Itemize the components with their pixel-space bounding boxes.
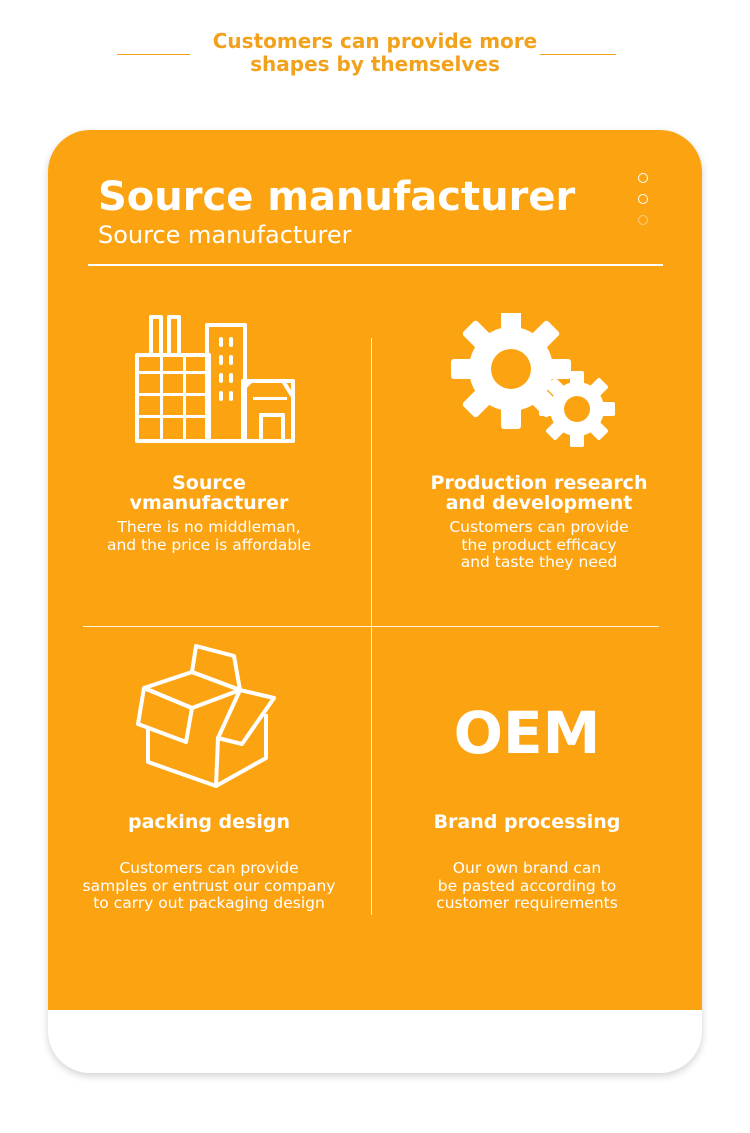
- grid-divider-vertical-top: [371, 338, 372, 628]
- feature-description-line-2: samples or entrust our company: [82, 876, 336, 895]
- pagination-dot-1[interactable]: [638, 173, 648, 183]
- feature-packing-design: packing design Customers can provide sam…: [68, 642, 350, 922]
- feature-description: Customers can provide samples or entrust…: [68, 859, 350, 913]
- grid-divider-horizontal: [83, 626, 659, 627]
- feature-description-line-2: the product efficacy: [461, 535, 617, 554]
- grid-divider-vertical-bottom: [371, 628, 372, 915]
- section-heading: Customers can provide more shapes by the…: [0, 30, 750, 76]
- oem-label: OEM: [453, 699, 601, 767]
- feature-title: Source vmanufacturer: [78, 473, 340, 513]
- feature-research-development: Production research and development Cust…: [394, 305, 684, 605]
- feature-title-line-1: Production research: [430, 472, 648, 494]
- feature-description: Customers can provide the product effica…: [394, 518, 684, 572]
- gears-icon: [451, 313, 615, 447]
- feature-title: Production research and development: [394, 473, 684, 513]
- card-subtitle: Source manufacturer: [98, 221, 352, 249]
- feature-source-manufacturer: Source vmanufacturer There is no middlem…: [78, 305, 340, 605]
- feature-title-line-1: Source: [172, 472, 246, 494]
- feature-title: Brand processing: [433, 811, 621, 833]
- pagination-dot-3[interactable]: [638, 215, 648, 225]
- feature-description-line-3: customer requirements: [436, 894, 618, 912]
- pagination-dot-2[interactable]: [638, 194, 648, 204]
- feature-description-line-2: be pasted according to: [437, 876, 617, 895]
- factory-icon: [135, 315, 295, 443]
- pagination-dots: [638, 173, 652, 236]
- feature-description-line-2: and the price is affordable: [106, 535, 312, 554]
- feature-card: Source manufacturer Source manufacturer: [48, 130, 702, 1073]
- feature-description: There is no middleman, and the price is …: [78, 518, 340, 554]
- feature-description-line-1: Our own brand can: [452, 859, 602, 877]
- feature-description-line-1: There is no middleman,: [117, 518, 301, 536]
- card-title: Source manufacturer: [98, 174, 576, 220]
- feature-brand-processing: OEM Brand processing Our own brand can b…: [394, 642, 660, 922]
- heading-divider-left: [117, 54, 190, 55]
- section-heading-line-2: shapes by themselves: [250, 52, 500, 76]
- feature-description-line-1: Customers can provide: [119, 859, 299, 877]
- feature-title-line-2: and development: [445, 492, 633, 514]
- section-heading-line-1: Customers can provide more: [212, 29, 538, 53]
- heading-divider-right: [540, 54, 616, 55]
- feature-title-line-2: vmanufacturer: [129, 492, 289, 514]
- feature-description-line-3: and taste they need: [460, 553, 618, 571]
- card-orange-panel: Source manufacturer Source manufacturer: [48, 130, 702, 1010]
- open-box-icon: [136, 644, 276, 788]
- title-divider: [88, 264, 663, 266]
- feature-description-line-1: Customers can provide: [449, 518, 629, 536]
- feature-title: packing design: [127, 811, 290, 833]
- feature-description: Our own brand can be pasted according to…: [394, 859, 660, 913]
- feature-description-line-3: to carry out packaging design: [93, 894, 325, 912]
